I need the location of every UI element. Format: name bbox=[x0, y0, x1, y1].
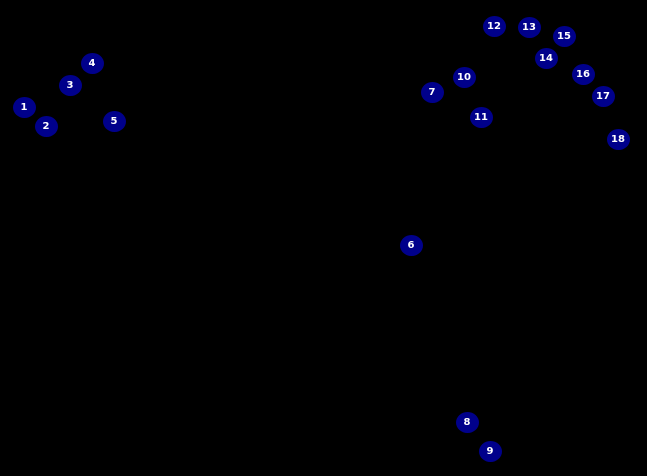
graph-node-4[interactable]: 4 bbox=[80, 52, 104, 74]
graph-node-10[interactable]: 10 bbox=[452, 66, 476, 88]
graph-node-3[interactable]: 3 bbox=[58, 74, 82, 96]
graph-node-18[interactable]: 18 bbox=[606, 128, 630, 150]
graph-node-8[interactable]: 8 bbox=[455, 411, 479, 433]
graph-node-9[interactable]: 9 bbox=[478, 440, 502, 462]
graph-node-13[interactable]: 13 bbox=[517, 16, 541, 38]
graph-node-15[interactable]: 15 bbox=[552, 25, 576, 47]
graph-node-17[interactable]: 17 bbox=[591, 85, 615, 107]
graph-node-16[interactable]: 16 bbox=[571, 63, 595, 85]
graph-node-5[interactable]: 5 bbox=[102, 110, 126, 132]
graph-node-14[interactable]: 14 bbox=[534, 47, 558, 69]
graph-node-7[interactable]: 7 bbox=[420, 81, 444, 103]
graph-node-2[interactable]: 2 bbox=[34, 115, 58, 137]
graph-node-12[interactable]: 12 bbox=[482, 15, 506, 37]
graph-node-6[interactable]: 6 bbox=[399, 234, 423, 256]
graph-node-1[interactable]: 1 bbox=[12, 96, 36, 118]
graph-node-11[interactable]: 11 bbox=[469, 106, 493, 128]
